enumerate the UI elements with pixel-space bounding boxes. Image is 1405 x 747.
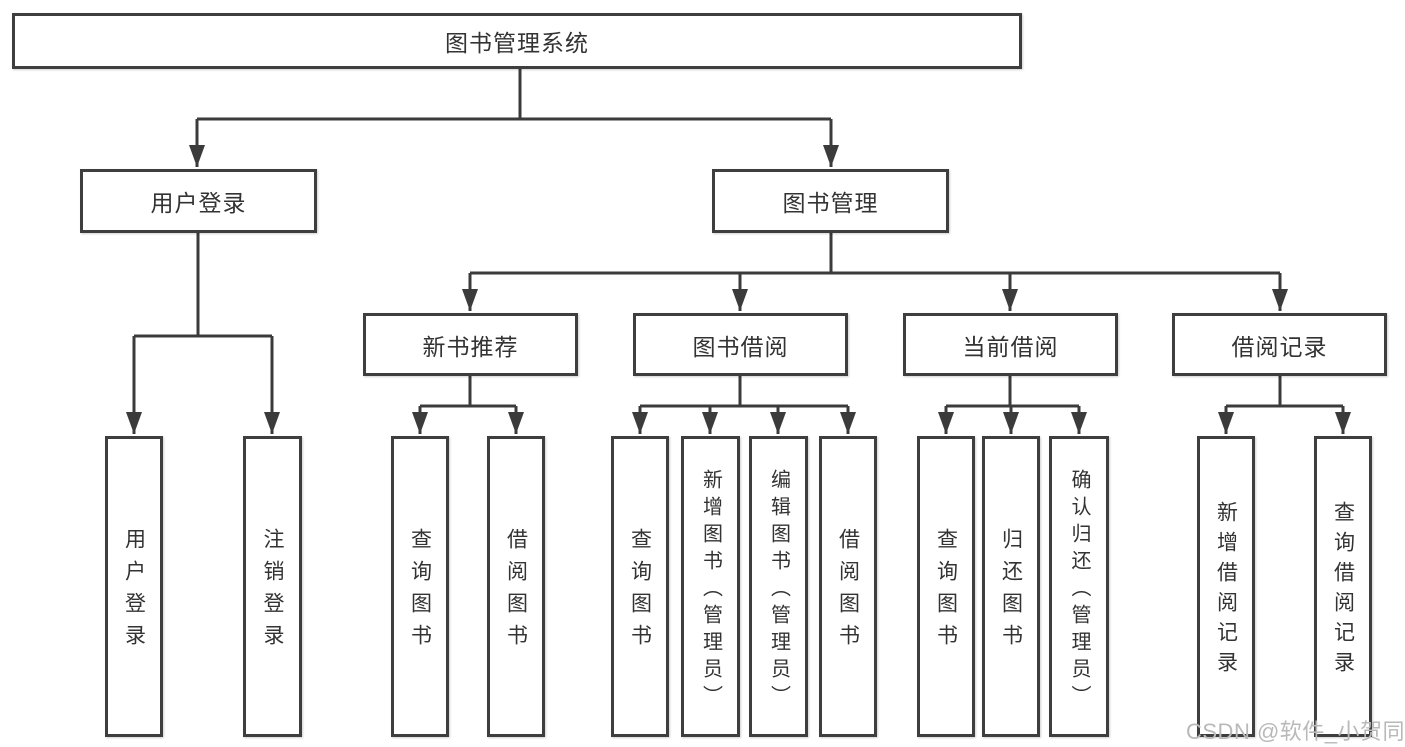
leaf-label: 新增借阅记录: [1214, 501, 1238, 681]
leaf-label: 查询图书: [628, 528, 652, 656]
leaf-query-books-recommend: 查询图书: [391, 436, 449, 737]
leaf-user-login: 用户登录: [105, 436, 163, 737]
node-root: 图书管理系统: [12, 13, 1022, 69]
leaf-label: 归还图书: [999, 528, 1023, 656]
branch-book-borrow: 图书借阅: [633, 313, 848, 376]
csdn-watermark: CSDN @软件_小贺同学: [1186, 719, 1405, 744]
leaf-add-borrow-record: 新增借阅记录: [1197, 436, 1255, 737]
leaf-confirm-return-admin: 确认归还（管理员）: [1049, 436, 1109, 737]
node-book-mgmt: 图书管理: [712, 169, 949, 233]
leaf-label: 查询图书: [934, 528, 958, 656]
leaf-query-borrow-record: 查询借阅记录: [1314, 436, 1372, 737]
branch-current-borrow: 当前借阅: [903, 313, 1118, 376]
leaf-label: 借阅图书: [836, 528, 860, 656]
leaf-label: 借阅图书: [504, 528, 528, 656]
leaf-logout: 注销登录: [243, 436, 302, 737]
leaf-label: 注销登录: [261, 528, 284, 656]
leaf-label: 新增图书（管理员）: [699, 468, 722, 712]
branch-new-book-recommend: 新书推荐: [363, 313, 578, 376]
leaf-label: 查询借阅记录: [1331, 501, 1355, 681]
leaf-label: 确认归还（管理员）: [1068, 468, 1090, 712]
node-user-login: 用户登录: [80, 169, 317, 233]
branch-borrow-record: 借阅记录: [1172, 313, 1387, 376]
leaf-query-books-borrow: 查询图书: [611, 436, 669, 737]
leaf-borrow-book: 借阅图书: [819, 436, 877, 737]
leaf-edit-book-admin: 编辑图书（管理员）: [749, 436, 808, 737]
leaf-borrow-books-recommend: 借阅图书: [487, 436, 545, 737]
leaf-query-books-current: 查询图书: [917, 436, 975, 737]
leaf-label: 查询图书: [408, 528, 432, 656]
leaf-label: 用户登录: [122, 528, 146, 656]
leaf-add-book-admin: 新增图书（管理员）: [681, 436, 740, 737]
leaf-label: 编辑图书（管理员）: [767, 468, 790, 712]
leaf-return-book: 归还图书: [982, 436, 1040, 737]
